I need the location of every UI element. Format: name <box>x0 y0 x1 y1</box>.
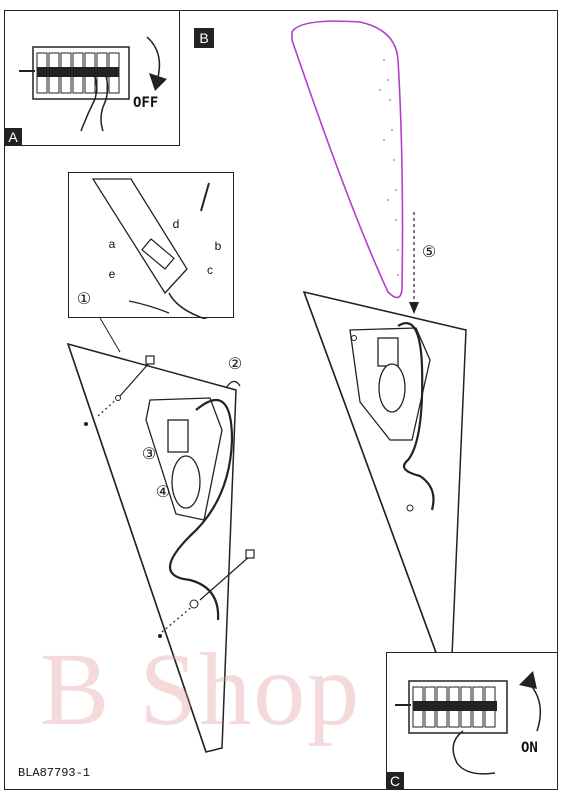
watermark: B Shop <box>40 630 361 749</box>
screw-hole <box>352 336 357 341</box>
step-2-label: ② <box>226 356 244 374</box>
step-1-label: ① <box>75 291 93 309</box>
bulb-right <box>379 364 405 412</box>
detail-letter-e: e <box>103 265 121 283</box>
step-3-label: ③ <box>140 446 158 464</box>
screw-hole <box>407 505 413 511</box>
panel-c-tag: C <box>386 772 404 790</box>
glass-shade <box>292 21 403 297</box>
panel-c-power-on <box>386 652 558 790</box>
lampholder-left <box>168 420 188 452</box>
on-label: ON <box>521 740 538 756</box>
detail-letter-d: d <box>167 215 185 233</box>
detail-letter-b: b <box>209 237 227 255</box>
lampholder-right <box>378 338 398 366</box>
step-5-label: ⑤ <box>420 244 438 262</box>
detail-panel-wiring: a b c d e ① <box>68 172 234 318</box>
nut <box>226 381 240 388</box>
document-code: BLA87793-1 <box>18 766 90 780</box>
breaker-on-illustration <box>387 653 559 791</box>
wall-dot <box>84 422 88 426</box>
step-4-label: ④ <box>154 484 172 502</box>
detail-letter-a: a <box>103 235 121 253</box>
screw-hole <box>190 600 198 608</box>
bulb-left <box>172 456 200 508</box>
screw-hole <box>116 396 121 401</box>
detail-letter-c: c <box>201 261 219 279</box>
